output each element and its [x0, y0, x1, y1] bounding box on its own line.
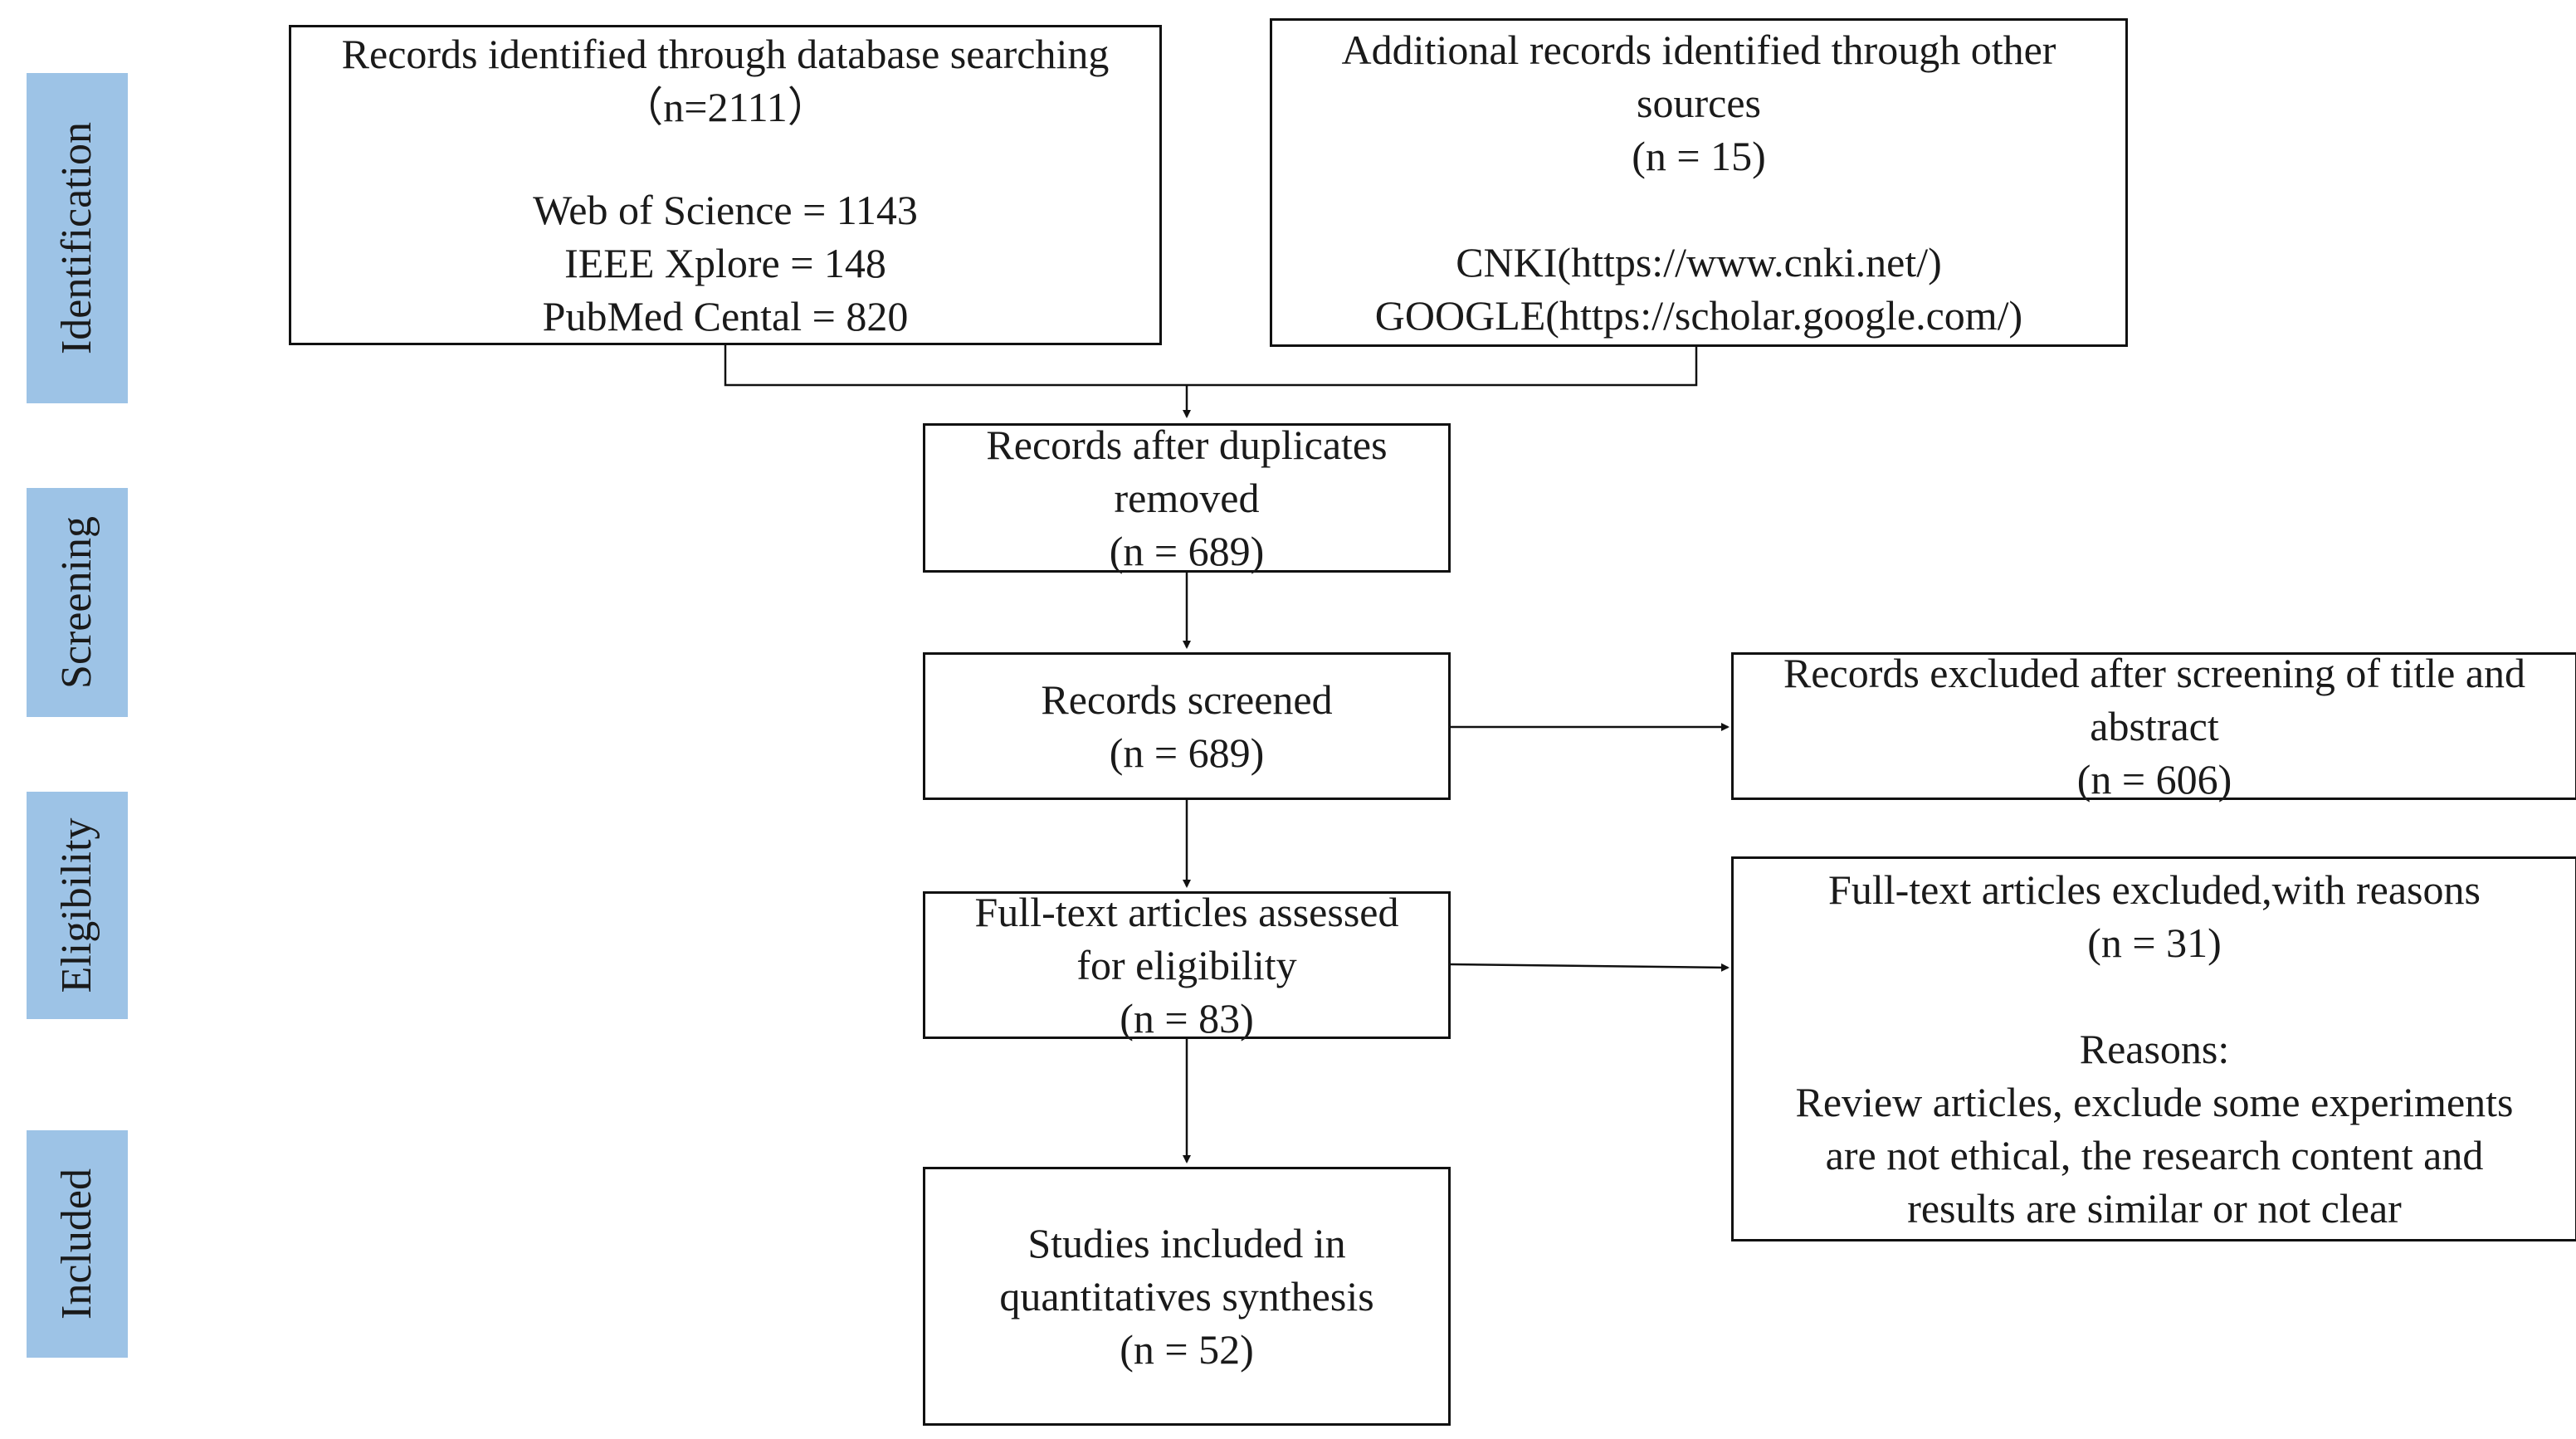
- database-search-title: Records identified through database sear…: [341, 31, 1110, 77]
- stage-eligibility: Eligibility: [27, 792, 128, 1019]
- excluded-line-1: Records excluded after screening of titl…: [1783, 650, 2526, 696]
- box-records-excluded: Records excluded after screening of titl…: [1731, 650, 2576, 802]
- box-records-screened: Records screened (n = 689): [923, 652, 1451, 800]
- source-ieee-xplore: IEEE Xplore = 148: [564, 240, 886, 286]
- arrow-to-fulltext-excluded: [1450, 963, 1730, 972]
- other-sources-count: (n = 15): [1632, 133, 1766, 179]
- fulltext-excluded-line-1: Full-text articles excluded,with reasons: [1828, 866, 2481, 913]
- assessed-line-2: for eligibility: [1076, 942, 1297, 988]
- other-sources-title-2: sources: [1637, 80, 1761, 126]
- duplicates-line-1: Records after duplicates: [986, 422, 1388, 468]
- source-cnki: CNKI(https://www.cnki.net/): [1456, 239, 1942, 285]
- box-fulltext-excluded: Full-text articles excluded,with reasons…: [1731, 856, 2576, 1241]
- box-duplicates-removed: Records after duplicates removed (n = 68…: [923, 422, 1451, 574]
- box-database-search: Records identified through database sear…: [289, 25, 1162, 345]
- fulltext-excluded-count: (n = 31): [2087, 919, 2222, 966]
- source-pubmed: PubMed Cental = 820: [542, 293, 909, 339]
- screened-count: (n = 689): [1109, 729, 1265, 776]
- included-line-2: quantitatives synthesis: [999, 1273, 1374, 1319]
- stage-identification: Identification: [27, 73, 128, 403]
- included-line-1: Studies included in: [1027, 1220, 1346, 1266]
- reason-line-1: Review articles, exclude some experiment…: [1795, 1079, 2514, 1125]
- assessed-line-1: Full-text articles assessed: [974, 889, 1399, 935]
- merge-connector: [724, 344, 1698, 387]
- stage-screening: Screening: [27, 488, 128, 717]
- reason-line-2: are not ethical, the research content an…: [1825, 1132, 2484, 1178]
- assessed-count: (n = 83): [1120, 995, 1254, 1041]
- excluded-line-2: abstract: [2090, 703, 2219, 749]
- duplicates-line-2: removed: [1114, 475, 1260, 521]
- stage-included: Included: [27, 1130, 128, 1358]
- source-google: GOOGLE(https://scholar.google.com/): [1374, 292, 2023, 339]
- reason-line-3: results are similar or not clear: [1907, 1185, 2402, 1232]
- duplicates-count: (n = 689): [1109, 528, 1265, 574]
- box-studies-included: Studies included in quantitatives synthe…: [923, 1167, 1451, 1426]
- database-search-count: （n=2111）: [622, 84, 829, 130]
- source-web-of-science: Web of Science = 1143: [533, 187, 918, 233]
- other-sources-title-1: Additional records identified through ot…: [1341, 27, 2056, 73]
- included-count: (n = 52): [1120, 1326, 1254, 1373]
- screened-line-1: Records screened: [1041, 676, 1333, 723]
- box-fulltext-assessed: Full-text articles assessed for eligibil…: [923, 889, 1451, 1041]
- box-other-sources: Additional records identified through ot…: [1270, 18, 2128, 347]
- reasons-heading: Reasons:: [2079, 1026, 2230, 1072]
- excluded-count: (n = 606): [2076, 756, 2232, 802]
